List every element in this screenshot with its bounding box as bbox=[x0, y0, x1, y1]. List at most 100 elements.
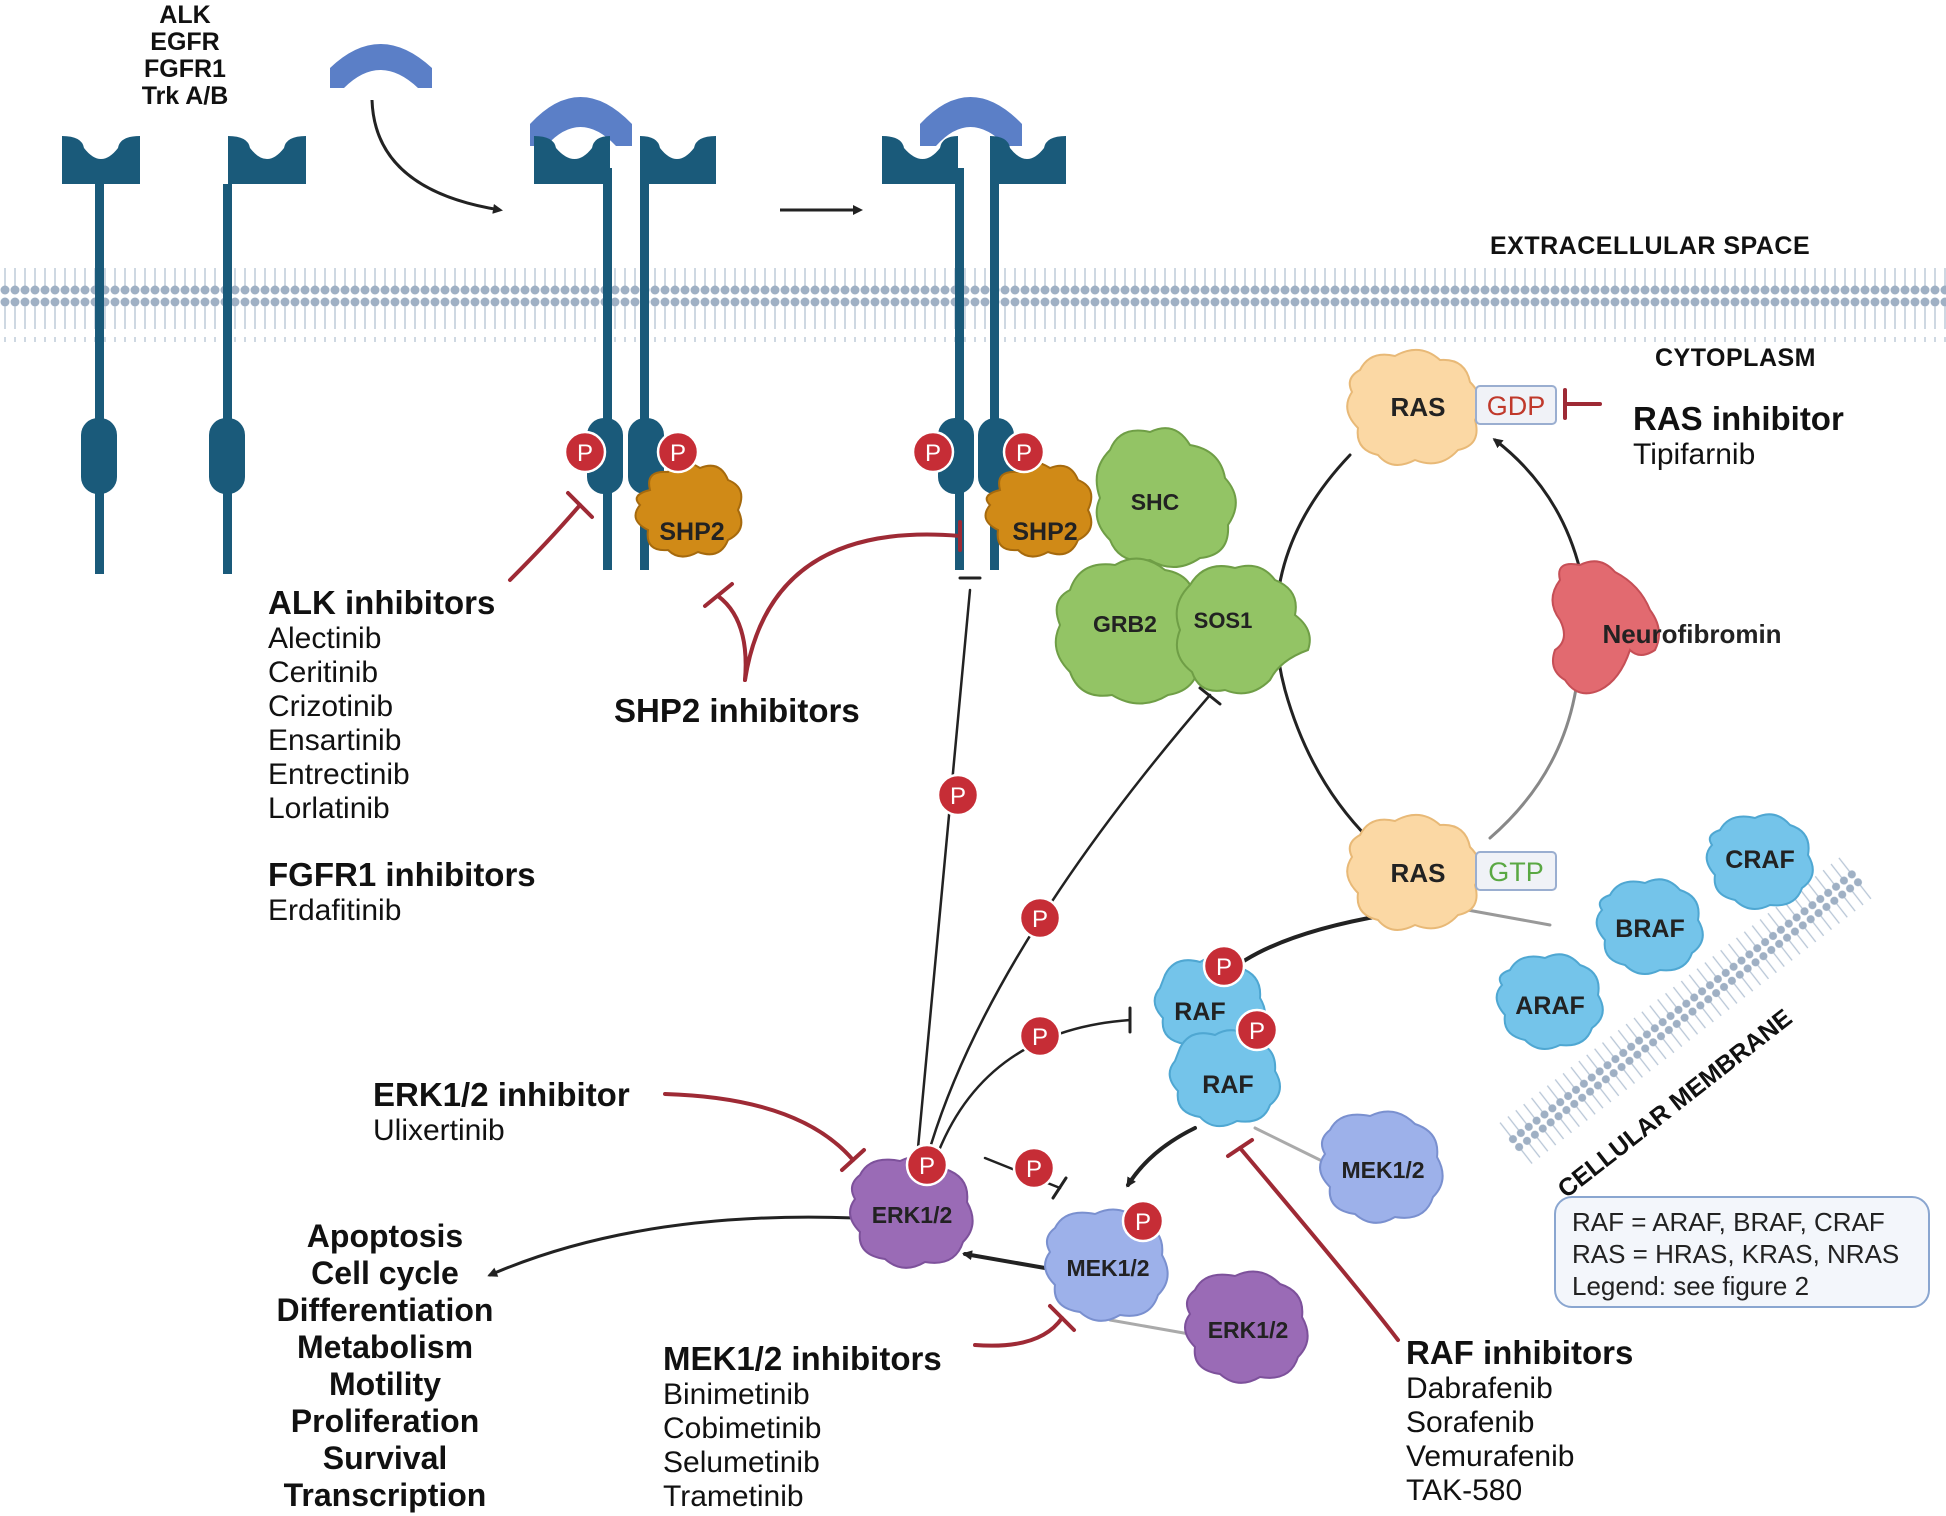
raf-inhibitors-title: RAF inhibitors bbox=[1406, 1334, 1634, 1371]
raf-isoforms bbox=[1495, 813, 1814, 1050]
receptor-label: ALK EGFR FGFR1 Trk A/B bbox=[130, 2, 240, 110]
outcome-item: Metabolism bbox=[296, 1329, 474, 1365]
svg-text:P: P bbox=[919, 1153, 935, 1180]
svg-text:P: P bbox=[1032, 1024, 1048, 1051]
outcome-item: Transcription bbox=[283, 1477, 487, 1513]
raf-inhibitors: RAF inhibitors Dabrafenib Sorafenib Vemu… bbox=[1406, 1334, 1633, 1508]
svg-text:P: P bbox=[1135, 1209, 1151, 1236]
phospho-badge: P bbox=[1235, 1008, 1279, 1052]
mek-inhibitors-title: MEK1/2 inhibitors bbox=[663, 1340, 942, 1377]
svg-text:P: P bbox=[925, 440, 941, 467]
drug-name: Cobimetinib bbox=[663, 1412, 822, 1445]
legend-line: RAS = HRAS, KRAS, NRAS bbox=[1572, 1239, 1900, 1269]
grb2-label: GRB2 bbox=[1093, 611, 1157, 637]
legend-line: Legend: see figure 2 bbox=[1572, 1271, 1810, 1301]
receptor-monomers bbox=[62, 136, 306, 574]
erk-label-2: ERK1/2 bbox=[1208, 1317, 1289, 1343]
legend-box: RAF = ARAF, BRAF, CRAF RAS = HRAS, KRAS,… bbox=[1554, 1196, 1930, 1308]
raf-label-1: RAF bbox=[1174, 998, 1225, 1026]
inhibition-lines bbox=[508, 388, 1602, 1348]
cytoplasm-label: CYTOPLASM bbox=[1655, 344, 1816, 372]
phospho-badge: P bbox=[936, 773, 980, 817]
svg-text:P: P bbox=[1026, 1156, 1042, 1183]
drug-name: Dabrafenib bbox=[1406, 1372, 1553, 1405]
shp2-label-2: SHP2 bbox=[1012, 518, 1077, 546]
ras-gdp-label: RAS bbox=[1391, 392, 1446, 422]
phospho-badge: P bbox=[1002, 430, 1046, 474]
drug-name: Sorafenib bbox=[1406, 1406, 1535, 1439]
svg-text:P: P bbox=[1016, 440, 1032, 467]
outcome-item: Differentiation bbox=[276, 1292, 494, 1328]
drug-name: Crizotinib bbox=[268, 690, 394, 723]
phospho-badge: P bbox=[1018, 1014, 1062, 1058]
drug-name: Binimetinib bbox=[663, 1378, 810, 1411]
receptor-dimer-1 bbox=[530, 97, 716, 570]
phospho-badge: P bbox=[911, 430, 955, 474]
erk-inhibitor-title: ERK1/2 inhibitor bbox=[373, 1076, 630, 1113]
drug-name: Tipifarnib bbox=[1633, 438, 1756, 471]
svg-text:P: P bbox=[1216, 954, 1232, 981]
drug-name: Ensartinib bbox=[268, 724, 402, 757]
receptor-label-line: FGFR1 bbox=[144, 55, 226, 83]
alk-inhibitors: ALK inhibitors Alectinib Ceritinib Crizo… bbox=[268, 584, 495, 826]
extracellular-label: EXTRACELLULAR SPACE bbox=[1490, 232, 1811, 260]
ligand bbox=[330, 44, 432, 88]
phospho-badge: P bbox=[563, 430, 607, 474]
drug-name: TAK-580 bbox=[1406, 1474, 1523, 1507]
gdp-label: GDP bbox=[1487, 391, 1546, 421]
outcome-item: Motility bbox=[329, 1366, 441, 1402]
adaptor-complex bbox=[1054, 427, 1311, 705]
drug-name: Alectinib bbox=[268, 622, 382, 655]
mek-inhibitors: MEK1/2 inhibitors Binimetinib Cobimetini… bbox=[663, 1340, 942, 1514]
ras-gtp-label: RAS bbox=[1391, 858, 1446, 888]
shc-label: SHC bbox=[1131, 489, 1180, 515]
mek-label-1: MEK1/2 bbox=[1066, 1255, 1149, 1281]
svg-text:P: P bbox=[1249, 1018, 1265, 1045]
outcome-item: Apoptosis bbox=[306, 1218, 464, 1254]
drug-name: Entrectinib bbox=[268, 758, 410, 791]
phospho-badge: P bbox=[905, 1143, 949, 1187]
erk-proteins bbox=[849, 1155, 1309, 1384]
gtp-label: GTP bbox=[1488, 857, 1544, 887]
ras-gtp-protein bbox=[1346, 814, 1557, 931]
phospho-badges: P P P P P P P P P P P P bbox=[563, 430, 1279, 1243]
legend-line: RAF = ARAF, BRAF, CRAF bbox=[1572, 1207, 1885, 1237]
receptor-label-line: EGFR bbox=[150, 28, 220, 56]
shp2-label-1: SHP2 bbox=[659, 518, 724, 546]
svg-text:P: P bbox=[1032, 906, 1048, 933]
alk-inhibitors-title: ALK inhibitors bbox=[268, 584, 496, 621]
receptor-dimer-2 bbox=[882, 97, 1066, 570]
svg-text:P: P bbox=[950, 783, 966, 810]
drug-name: Lorlatinib bbox=[268, 792, 390, 825]
phospho-badge: P bbox=[656, 430, 700, 474]
fgfr1-inhibitors-title: FGFR1 inhibitors bbox=[268, 856, 536, 893]
mek-proteins bbox=[1044, 1110, 1444, 1322]
erk-inhibitor: ERK1/2 inhibitor Ulixertinib bbox=[373, 1076, 630, 1148]
drug-name: Trametinib bbox=[663, 1480, 804, 1513]
outcome-item: Proliferation bbox=[290, 1403, 480, 1439]
drug-name: Ulixertinib bbox=[373, 1114, 505, 1147]
fgfr1-inhibitors: FGFR1 inhibitors Erdafitinib bbox=[268, 856, 536, 928]
drug-name: Erdafitinib bbox=[268, 894, 402, 927]
drug-name: Vemurafenib bbox=[1406, 1440, 1575, 1473]
receptor-label-line: ALK bbox=[159, 1, 211, 29]
mek-label-2: MEK1/2 bbox=[1341, 1157, 1424, 1183]
receptor-label-line: Trk A/B bbox=[141, 82, 229, 110]
outcome-item: Survival bbox=[322, 1440, 448, 1476]
erk-label-1: ERK1/2 bbox=[872, 1202, 953, 1228]
phospho-badge: P bbox=[1012, 1146, 1056, 1190]
cellular-membrane bbox=[1493, 851, 1878, 1170]
phospho-badge: P bbox=[1121, 1199, 1165, 1243]
shp2-inhibitors-title: SHP2 inhibitors bbox=[614, 692, 860, 729]
erk-outcomes: Apoptosis Cell cycle Differentiation Met… bbox=[250, 1218, 520, 1514]
phospho-badge: P bbox=[1202, 944, 1246, 988]
ras-gdp-protein bbox=[1346, 349, 1557, 466]
sos1-label: SOS1 bbox=[1194, 608, 1253, 633]
neurofibromin-protein bbox=[1551, 560, 1660, 695]
svg-text:P: P bbox=[670, 440, 686, 467]
svg-text:P: P bbox=[577, 440, 593, 467]
araf-label: ARAF bbox=[1515, 992, 1584, 1020]
craf-label: CRAF bbox=[1725, 846, 1794, 874]
neurofibromin-label: Neurofibromin bbox=[1602, 619, 1781, 649]
